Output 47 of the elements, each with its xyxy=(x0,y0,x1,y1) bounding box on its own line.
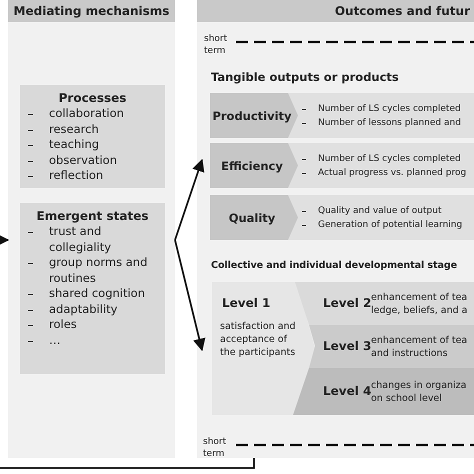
section-heading: Tangible outputs or products xyxy=(211,70,399,84)
level-description: enhancement of tea and instructions xyxy=(371,334,468,360)
panel-background xyxy=(197,0,474,458)
time-label: short term xyxy=(204,33,228,57)
level-title: Level 4 xyxy=(323,384,372,398)
row-title: Efficiency xyxy=(220,158,284,174)
arrow xyxy=(0,234,10,246)
list-item: shared cognition xyxy=(49,286,146,302)
list-item: observation xyxy=(49,152,118,168)
list-item: research xyxy=(49,122,99,137)
list-item: roles xyxy=(49,317,77,332)
list-item: Quality and value of output xyxy=(318,204,442,218)
level-title: Level 2 xyxy=(323,296,372,310)
level-title: Level 1 xyxy=(222,296,270,310)
list-item: Number of LS cycles completed xyxy=(318,152,461,166)
level-description: enhancement of tea ledge, beliefs, and a xyxy=(371,290,468,316)
list-box xyxy=(20,203,165,374)
list-heading: Processes xyxy=(58,91,128,105)
level-description: changes in organiza on school level xyxy=(371,378,468,404)
level-band xyxy=(293,368,474,415)
list-item: Generation of potential learning xyxy=(318,218,462,232)
list-box xyxy=(20,85,165,188)
panel-header: Outcomes and futur xyxy=(197,0,474,22)
section-heading: Collective and individual developmental stage xyxy=(211,260,458,271)
time-label: short term xyxy=(203,436,228,460)
output-row xyxy=(210,195,474,240)
level-band xyxy=(295,282,474,325)
output-row xyxy=(210,143,474,188)
list-item: Number of lessons planned and xyxy=(318,116,461,130)
level-title: Level 3 xyxy=(323,338,372,352)
list-item: reflection xyxy=(49,168,104,184)
list-item: Number of LS cycles completed xyxy=(318,102,461,116)
list-item: adaptability xyxy=(49,302,118,317)
arrow xyxy=(174,240,206,352)
row-title: Quality xyxy=(228,210,276,226)
list-item: teaching xyxy=(49,137,100,152)
output-row xyxy=(210,93,474,138)
row-title: Productivity xyxy=(211,108,293,124)
arrow xyxy=(174,158,204,240)
panel-background xyxy=(8,0,175,458)
list-item: Actual progress vs. planned prog xyxy=(318,166,466,180)
level-description: satisfaction and acceptance of the participants xyxy=(220,320,297,359)
list-item: … xyxy=(49,332,60,348)
list-item: collaboration xyxy=(49,106,124,122)
level-band xyxy=(309,325,474,368)
panel-header: Mediating mechanisms xyxy=(8,0,175,22)
list-heading: Emergent states xyxy=(36,209,150,223)
